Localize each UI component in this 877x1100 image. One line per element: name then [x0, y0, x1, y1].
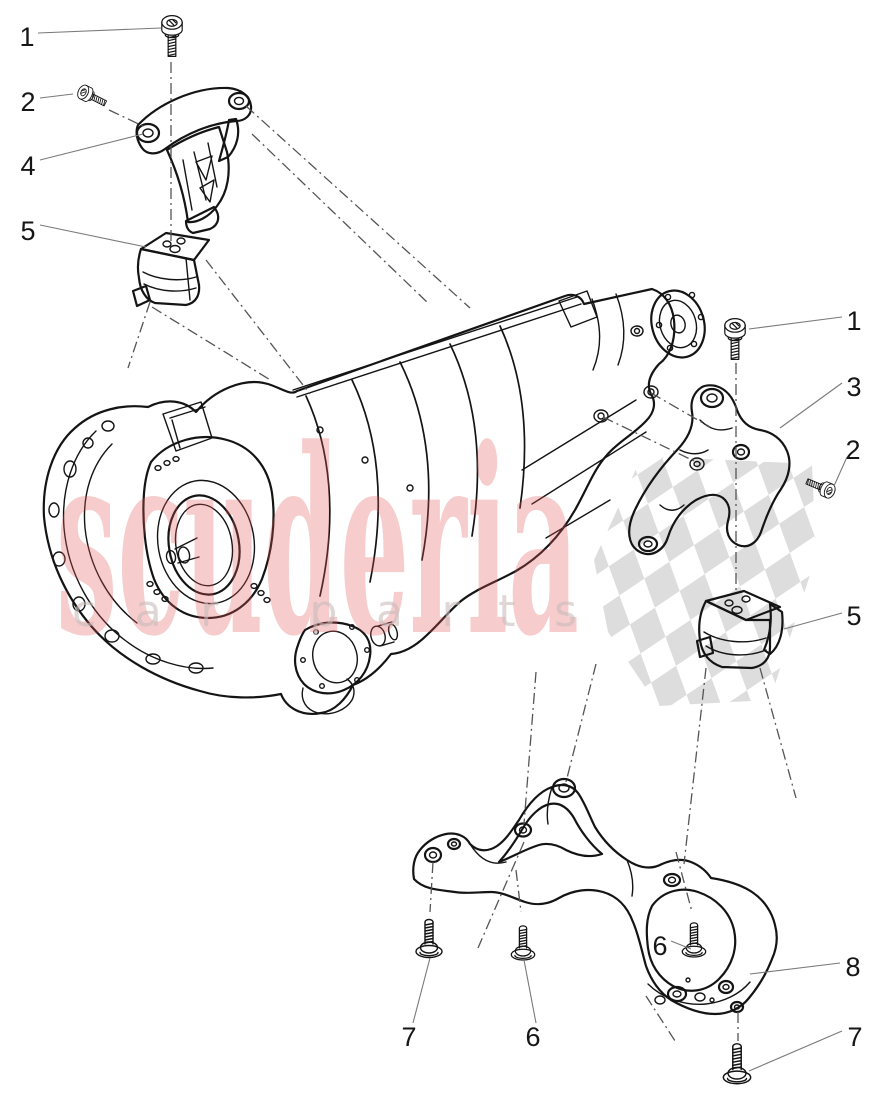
bolt-1-right — [724, 318, 746, 360]
callout-4-left: 4 — [20, 151, 35, 181]
checkered-flag-watermark — [594, 456, 816, 706]
transmission-mount-5-left — [131, 231, 211, 308]
callout-6-center: 6 — [652, 931, 667, 961]
plate-bolt-holes — [146, 455, 271, 604]
bottom-cover — [293, 621, 399, 715]
bolt-6-center — [681, 922, 707, 958]
callout-5-right: 5 — [846, 601, 861, 631]
bolt-7-bottom-right — [722, 1043, 752, 1085]
callout-2-top-left: 2 — [20, 87, 35, 117]
crossmember-8 — [412, 777, 778, 1016]
gearbox-support-bracket-4 — [135, 86, 253, 235]
bolt-2-top-left — [74, 82, 110, 111]
bell-rim-ears — [48, 420, 204, 674]
watermark: scuderia car parts — [56, 394, 579, 693]
transmission-mount-5-right — [695, 589, 784, 670]
bolt-6-bottom-left — [510, 925, 536, 961]
watermark-tagline-text: car parts — [72, 586, 577, 637]
callout-6-bottom-left: 6 — [525, 1022, 540, 1052]
input-shaft — [165, 537, 200, 565]
transmission-gearbox — [42, 287, 706, 715]
callout-8-right: 8 — [845, 952, 860, 982]
bolt-7-bottom-left — [415, 918, 443, 959]
output-flange — [650, 289, 706, 359]
bolt-1-top-left — [161, 15, 183, 57]
callout-1-right: 1 — [846, 306, 861, 336]
gearbox-support-bracket-3 — [628, 384, 791, 556]
callout-2-right: 2 — [845, 435, 860, 465]
callout-1-top-left: 1 — [19, 22, 34, 52]
callout-leader-lines — [37, 27, 848, 1072]
mount-bosses — [316, 325, 659, 492]
callout-labels: 1 2 4 5 1 3 2 5 6 8 7 6 7 — [19, 22, 862, 1052]
watermark-brand-text: scuderia — [56, 394, 579, 693]
callout-7-bottom-left: 7 — [401, 1022, 416, 1052]
assembly-centerlines — [108, 62, 797, 1045]
callout-3-right: 3 — [846, 372, 861, 402]
callout-5-left: 5 — [20, 216, 35, 246]
callout-7-bottom-right: 7 — [847, 1022, 862, 1052]
